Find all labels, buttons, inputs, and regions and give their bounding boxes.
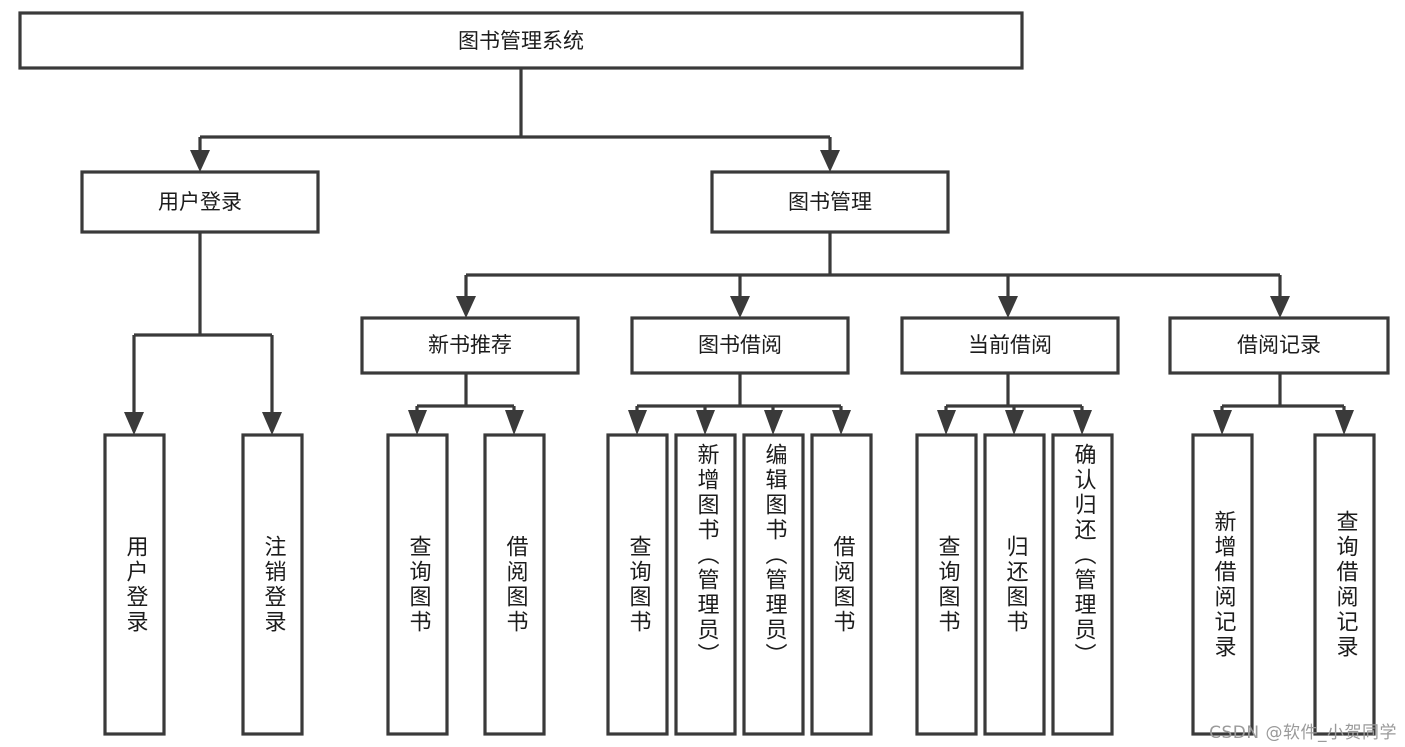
node-root-box[interactable] xyxy=(18,11,1024,70)
arrow-root-to-user-login xyxy=(190,150,210,172)
leaf-box-query-book-borrow[interactable] xyxy=(606,433,669,736)
arrow-to-new-book-rec xyxy=(456,296,476,318)
arrow-new-book-rec-leaf-1 xyxy=(408,410,427,435)
node-user-login-box[interactable] xyxy=(80,170,320,234)
leaf-box-logout-login[interactable] xyxy=(241,433,304,736)
arrow-user-login-leaf-2 xyxy=(262,412,282,435)
leaf-box-edit-book-admin[interactable] xyxy=(742,433,805,736)
leaf-box-query-borrow-record[interactable] xyxy=(1313,433,1376,736)
node-user-login[interactable]: 用户登录 xyxy=(80,170,320,234)
node-new-book-recommend-box[interactable] xyxy=(360,316,580,375)
arrow-to-borrow-record xyxy=(1270,296,1290,318)
arrow-book-borrow-leaf-4 xyxy=(832,410,851,435)
node-borrow-record-box[interactable] xyxy=(1168,316,1390,375)
arrow-borrow-record-leaf-1 xyxy=(1213,410,1232,435)
leaf-box-add-book-admin[interactable] xyxy=(674,433,737,736)
node-current-borrow-box[interactable] xyxy=(900,316,1120,375)
arrow-book-borrow-leaf-2 xyxy=(696,410,715,435)
node-current-borrow[interactable]: 当前借阅 xyxy=(900,316,1120,375)
node-book-management-label: 图书管理 xyxy=(788,190,872,214)
nodes-layer: 图书管理系统 用户登录 图书管理 新书推荐 图书借阅 当前 xyxy=(18,11,1390,736)
arrow-current-borrow-leaf-3 xyxy=(1073,410,1092,435)
node-book-borrow[interactable]: 图书借阅 xyxy=(630,316,850,375)
csdn-watermark: CSDN @软件_小贺同学 xyxy=(1209,723,1397,743)
node-new-book-recommend-label: 新书推荐 xyxy=(428,333,512,357)
leaf-box-confirm-return-admin[interactable] xyxy=(1051,433,1114,736)
arrow-current-borrow-leaf-2 xyxy=(1005,410,1024,435)
leaf-box-query-book-current[interactable] xyxy=(915,433,978,736)
leaf-box-add-borrow-record[interactable] xyxy=(1191,433,1254,736)
node-book-management-box[interactable] xyxy=(710,170,950,234)
node-root[interactable]: 图书管理系统 xyxy=(18,11,1024,70)
arrow-new-book-rec-leaf-2 xyxy=(505,410,524,435)
arrow-to-current-borrow xyxy=(998,296,1018,318)
node-new-book-recommend[interactable]: 新书推荐 xyxy=(360,316,580,375)
node-current-borrow-label: 当前借阅 xyxy=(968,333,1052,357)
connectors-layer xyxy=(124,68,1354,435)
node-borrow-record-label: 借阅记录 xyxy=(1237,333,1321,357)
node-root-label: 图书管理系统 xyxy=(458,29,584,53)
arrow-book-borrow-leaf-1 xyxy=(628,410,647,435)
node-book-management[interactable]: 图书管理 xyxy=(710,170,950,234)
leaf-box-user-login[interactable] xyxy=(103,433,166,736)
arrow-to-book-borrow xyxy=(730,296,750,318)
leaf-box-borrow-book-rec[interactable] xyxy=(483,433,546,736)
arrow-borrow-record-leaf-2 xyxy=(1335,410,1354,435)
node-borrow-record[interactable]: 借阅记录 xyxy=(1168,316,1390,375)
node-book-borrow-box[interactable] xyxy=(630,316,850,375)
arrow-root-to-book-mgmt xyxy=(820,150,840,172)
arrow-user-login-leaf-1 xyxy=(124,412,144,435)
node-book-borrow-label: 图书借阅 xyxy=(698,333,782,357)
leaf-box-borrow-book[interactable] xyxy=(810,433,873,736)
node-user-login-label: 用户登录 xyxy=(158,190,242,214)
arrow-book-borrow-leaf-3 xyxy=(764,410,783,435)
arrow-current-borrow-leaf-1 xyxy=(937,410,956,435)
leaf-box-return-book[interactable] xyxy=(983,433,1046,736)
leaf-box-query-book-rec[interactable] xyxy=(386,433,449,736)
